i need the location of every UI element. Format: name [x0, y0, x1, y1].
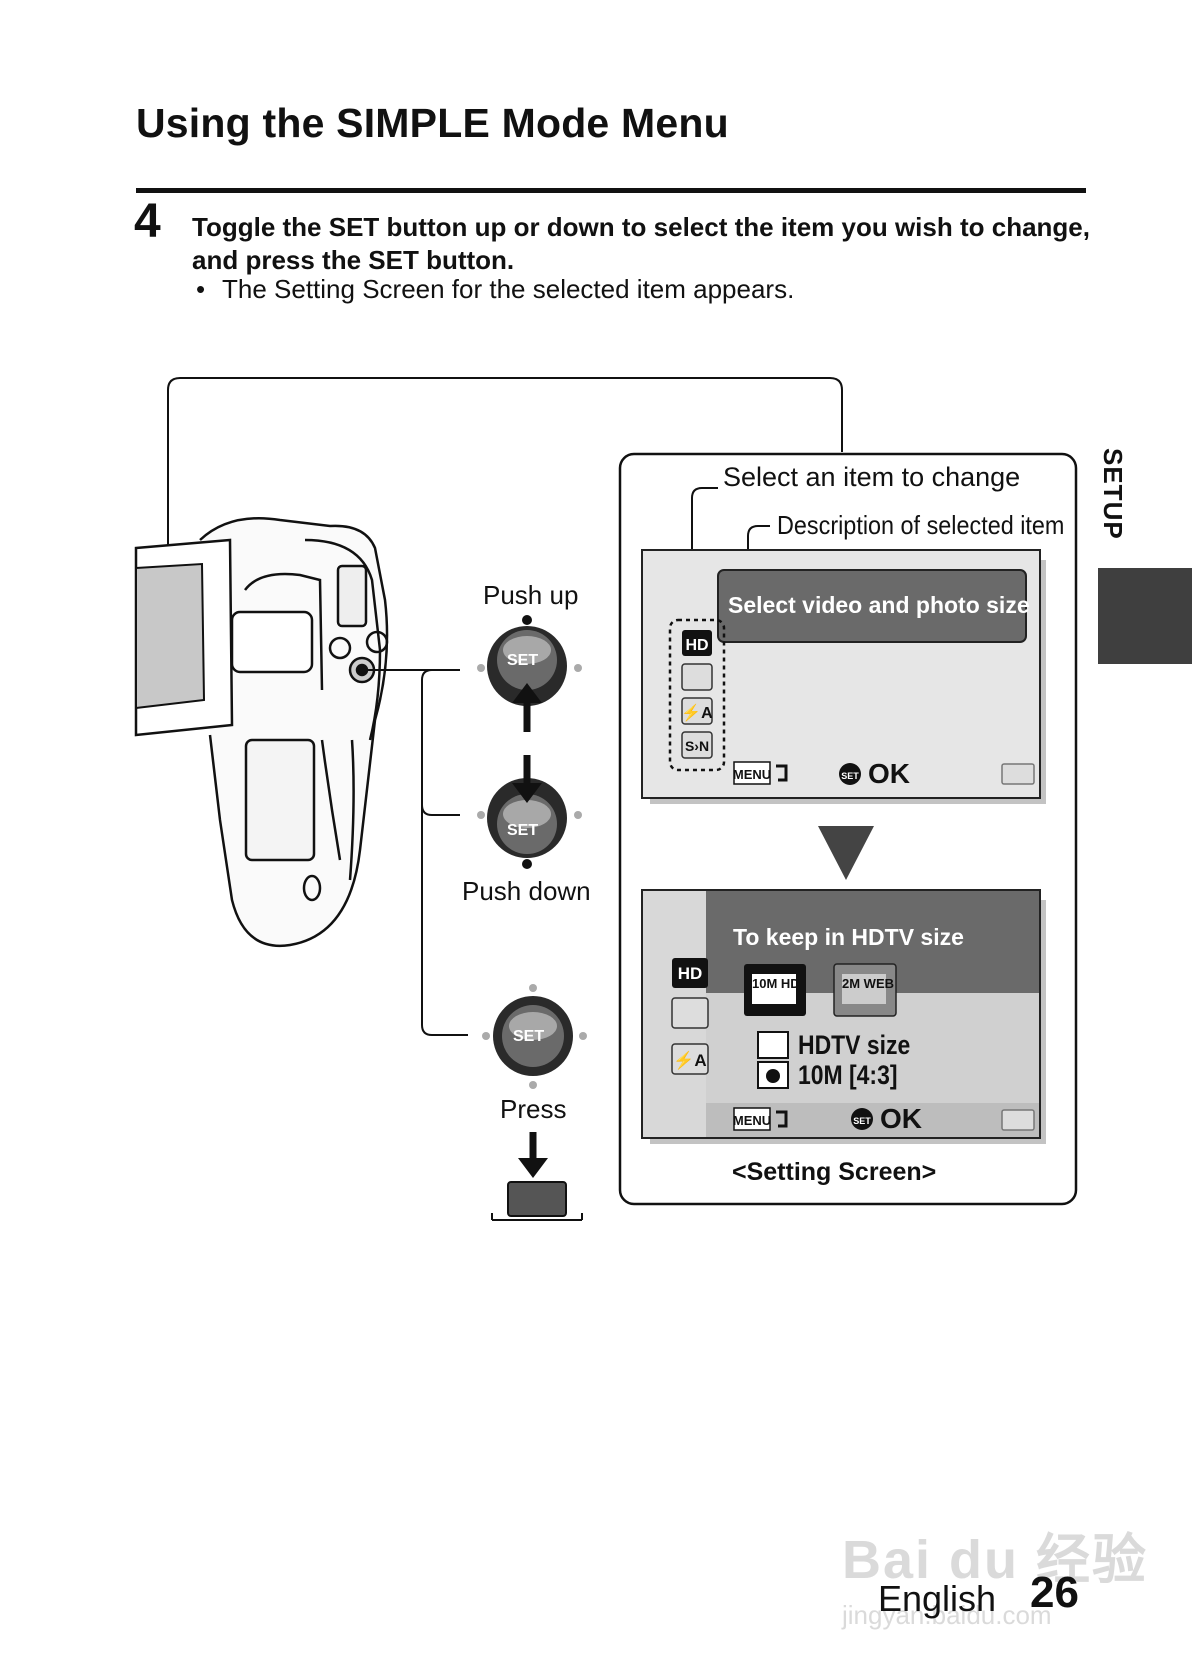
screen2-option1: 10M HD — [752, 976, 800, 991]
page-number: 26 — [1030, 1568, 1079, 1617]
screen1-description-box: Select video and photo size — [728, 592, 1030, 618]
push-up-label: Push up — [483, 580, 579, 610]
camcorder-lcd — [134, 538, 234, 737]
setting-screen-caption: <Setting Screen> — [732, 1158, 937, 1186]
press-indicator — [491, 1132, 583, 1221]
set-label-2: SET — [507, 822, 539, 839]
set-button-push-up — [477, 615, 582, 732]
bullet-dot: • — [196, 274, 206, 304]
baidu-watermark-url: jingyan.baidu.com — [842, 1600, 1052, 1630]
press-label: Press — [500, 1094, 567, 1124]
bullet-text: The Setting Screen for the selected item… — [222, 274, 795, 304]
step-number: 4 — [134, 195, 161, 248]
set-label-3: SET — [513, 1028, 545, 1045]
set-button-press — [482, 984, 587, 1089]
callout-description: Description of selected item — [777, 510, 1065, 540]
side-tab-marker — [1098, 568, 1192, 664]
camcorder-illustration — [199, 516, 389, 948]
screen2-ok-label: OK — [880, 1103, 922, 1134]
menu-screen: HD ⚡A S›N MENU SET — [641, 549, 1046, 804]
connector-line — [167, 377, 843, 625]
svg-text:S›N: S›N — [685, 738, 709, 754]
svg-text:⚡A: ⚡A — [673, 1050, 706, 1071]
callout-select-item: Select an item to change — [723, 462, 1021, 492]
page-title: Using the SIMPLE Mode Menu — [136, 100, 729, 146]
screen2-video-size: HDTV size — [798, 1030, 911, 1060]
title-rule — [136, 188, 1086, 193]
svg-text:⚡A: ⚡A — [681, 703, 713, 722]
set-label-1: SET — [507, 652, 539, 669]
footer-language: English — [878, 1578, 997, 1619]
set-button-push-down — [477, 755, 582, 869]
svg-text:HD: HD — [678, 964, 703, 983]
svg-text:MENU: MENU — [733, 767, 771, 782]
screen2-photo-size: 10M [4:3] — [798, 1060, 898, 1090]
svg-text:SET: SET — [853, 1116, 871, 1126]
svg-text:SET: SET — [841, 771, 859, 781]
baidu-watermark: Bai du 经验 — [842, 1530, 1149, 1590]
push-down-label: Push down — [462, 876, 591, 906]
screen1-ok-label: OK — [868, 758, 910, 789]
step-bullet: • The Setting Screen for the selected ite… — [196, 274, 794, 305]
screen2-title: To keep in HDTV size — [733, 924, 964, 950]
svg-text:HD: HD — [685, 637, 708, 654]
setting-screen: HD ⚡A MENU SET — [641, 889, 1046, 1144]
screens-panel — [618, 452, 1078, 1206]
svg-text:MENU: MENU — [733, 1113, 771, 1128]
next-arrow — [818, 826, 874, 880]
screen2-option2: 2M WEB — [842, 976, 894, 991]
step-instruction: Toggle the SET button up or down to sele… — [192, 212, 1090, 275]
